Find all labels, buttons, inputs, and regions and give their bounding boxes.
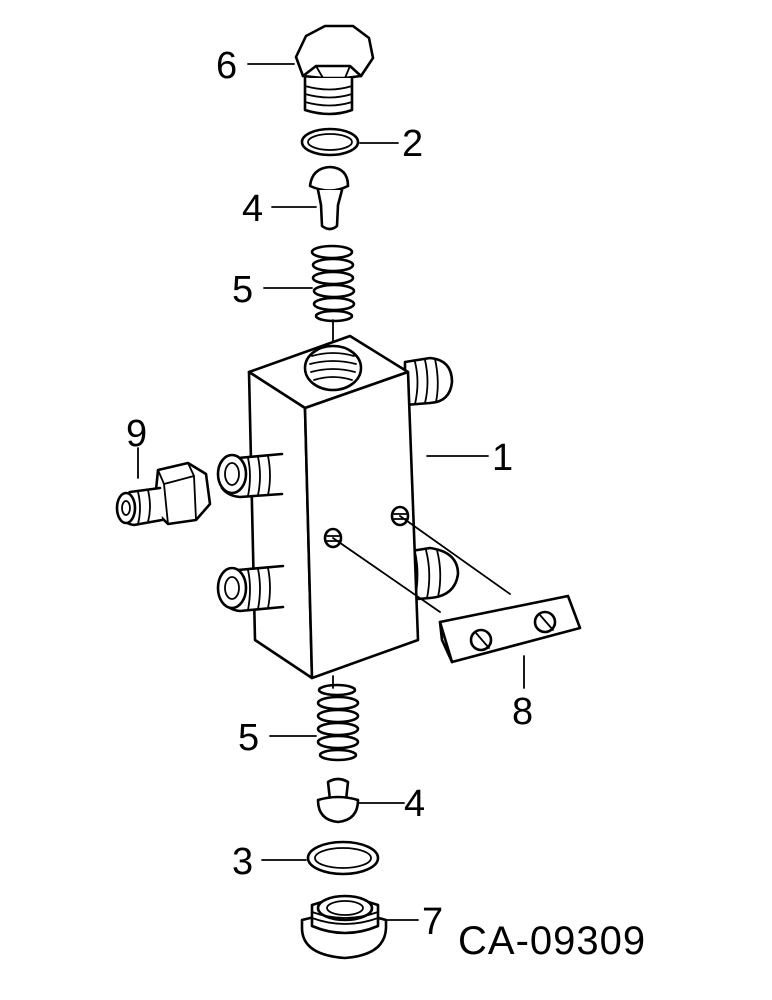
part-2-seal-ring <box>300 127 360 157</box>
part-6-hex-plug <box>294 24 375 116</box>
part-fitting-back-lower <box>403 546 460 602</box>
callout-1: 1 <box>492 437 513 479</box>
callout-9: 8 <box>512 691 533 733</box>
part-fitting-left-upper <box>216 452 284 499</box>
callout-4-lower: 4 <box>404 783 425 825</box>
callout-5-lower: 5 <box>238 717 259 759</box>
part-fitting-back-upper <box>403 356 454 407</box>
part-4-poppet-lower <box>316 777 360 824</box>
part-8-adapter-fitting <box>115 461 212 527</box>
callout-3: 3 <box>232 841 253 883</box>
part-7-cap-plug <box>300 894 388 960</box>
part-5-spring-lower <box>316 683 360 762</box>
callout-5-upper: 5 <box>232 269 253 311</box>
part-1-valve-body <box>247 334 420 680</box>
callout-6: 6 <box>216 45 237 87</box>
callout-7: 7 <box>422 901 443 943</box>
part-9-bracket-plate <box>332 515 582 664</box>
callout-8: 9 <box>126 413 147 455</box>
callout-2: 2 <box>402 123 423 165</box>
part-4-poppet-upper <box>308 165 350 231</box>
part-5-spring-upper <box>310 244 356 323</box>
part-3-seal-ring <box>306 840 380 876</box>
part-fitting-left-lower <box>216 564 285 613</box>
drawing-code: CA-09309 <box>458 919 646 963</box>
callout-4-upper: 4 <box>242 188 263 230</box>
callout-leader-lines <box>137 63 525 921</box>
